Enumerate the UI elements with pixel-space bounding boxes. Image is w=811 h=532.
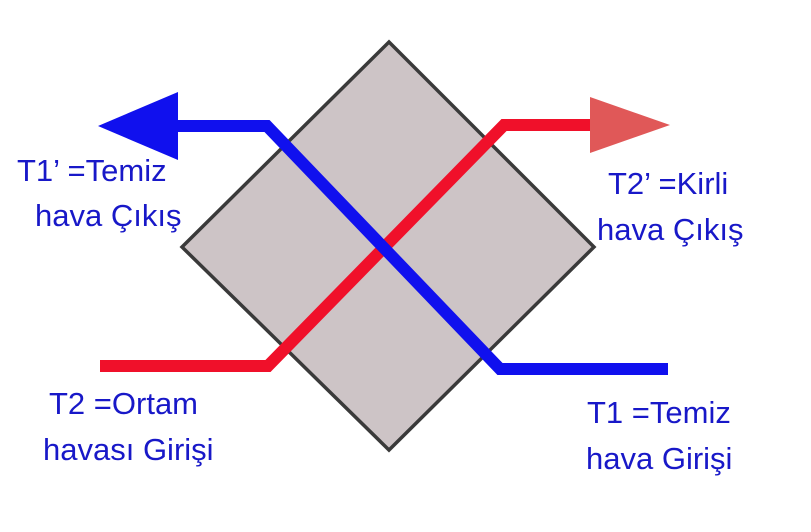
label-t1-clean-air-outlet: T1’ =Temiz hava Çıkış <box>17 153 181 233</box>
label-t2-room-air-inlet: T2 =Ortam havası Girişi <box>43 386 214 467</box>
label-t2-out-line1: T2’ =Kirli <box>608 166 728 201</box>
label-t1-in-line2: hava Girişi <box>586 441 732 476</box>
label-t1-out-line1: T1’ =Temiz <box>17 153 167 188</box>
label-t1-in-line1: T1 =Temiz <box>587 395 731 430</box>
clean-air-flow-line <box>175 120 668 375</box>
clean-air-outlet-arrow-icon <box>98 92 178 160</box>
label-t2-in-line2: havası Girişi <box>43 432 214 467</box>
dirty-air-outlet-arrow-icon <box>590 97 670 153</box>
label-t1-clean-air-inlet: T1 =Temiz hava Girişi <box>586 395 732 476</box>
label-t2-in-line1: T2 =Ortam <box>49 386 198 421</box>
label-t2-dirty-air-outlet: T2’ =Kirli hava Çıkış <box>597 166 743 247</box>
label-t1-out-line2: hava Çıkış <box>35 198 181 233</box>
label-t2-out-line2: hava Çıkış <box>597 212 743 247</box>
